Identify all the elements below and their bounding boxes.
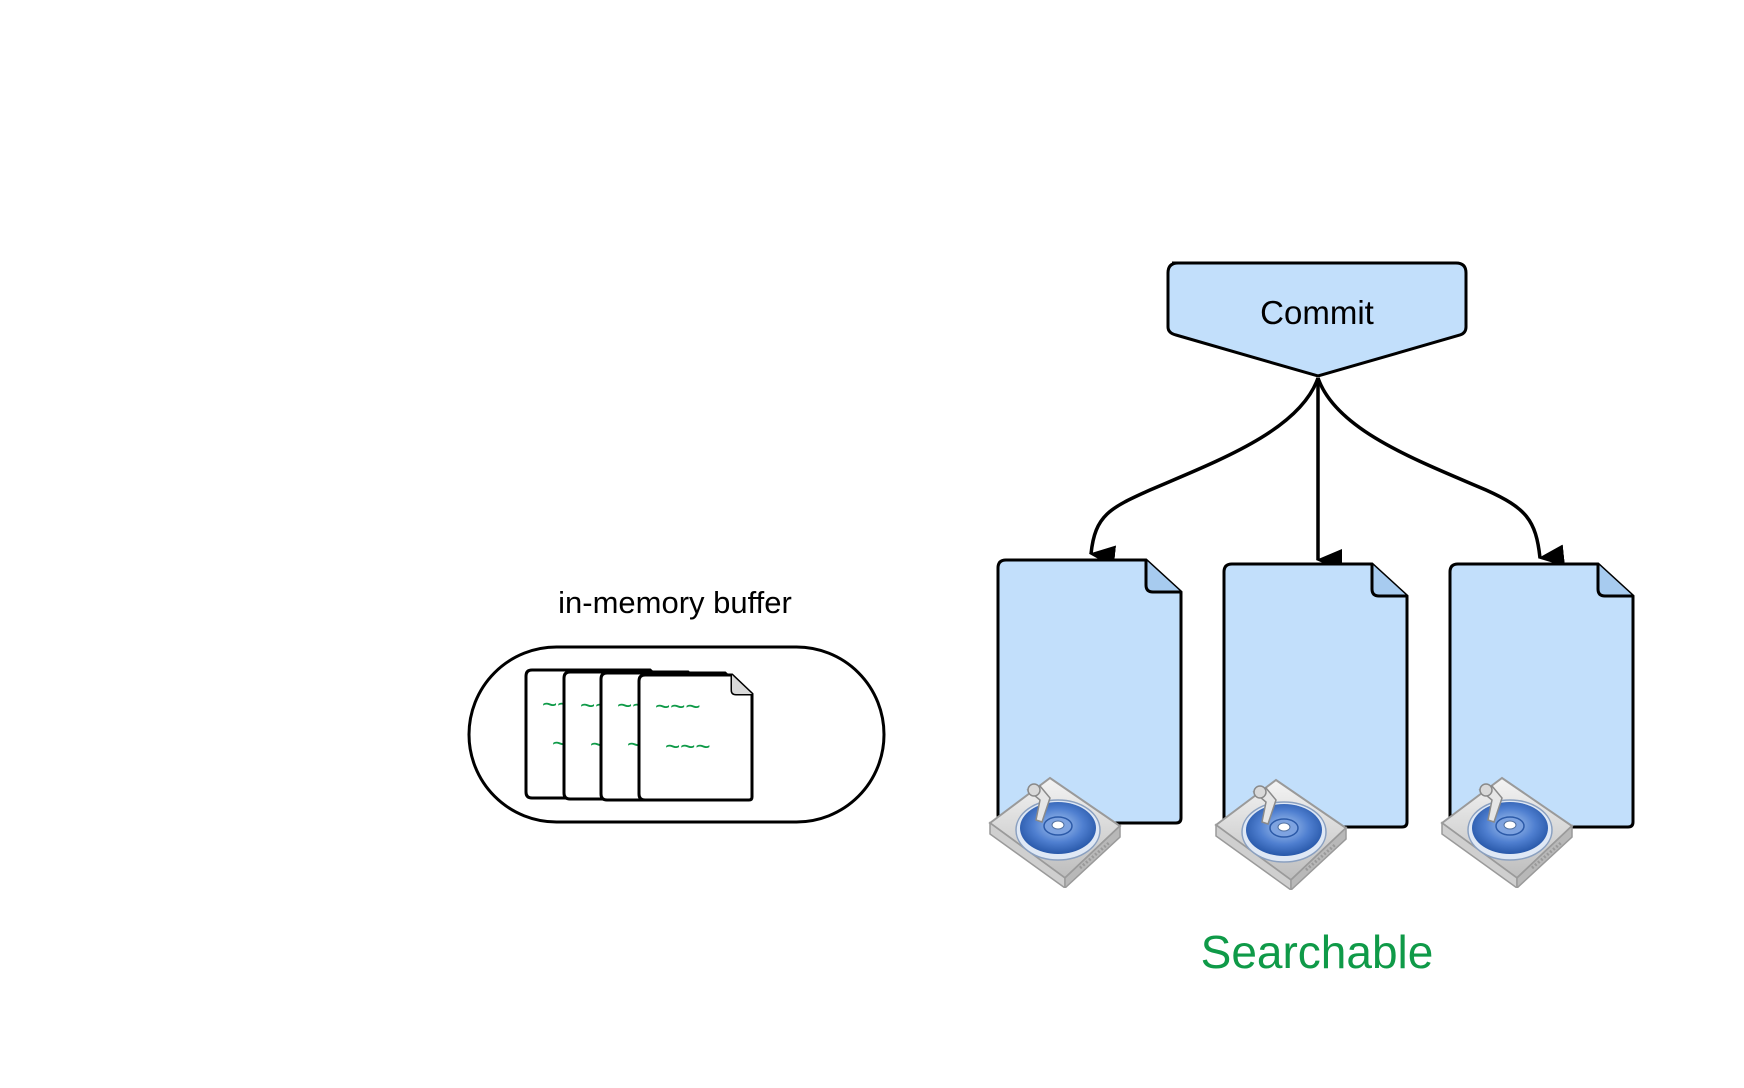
buffer-label: in-memory buffer bbox=[558, 585, 792, 620]
searchable-label: Searchable bbox=[1201, 926, 1434, 978]
commit-arrows bbox=[1089, 377, 1566, 571]
doc-text-line: ~~~ bbox=[665, 731, 711, 761]
segment bbox=[1222, 562, 1409, 829]
segment bbox=[996, 558, 1183, 825]
doc-text-line: ~~~ bbox=[655, 691, 701, 721]
segment bbox=[1448, 562, 1635, 829]
buffer-documents: ~~~ ~~~ ~~~ ~~~ ~~~ ~~~ ~~~ ~~~ bbox=[524, 668, 754, 802]
commit-label: Commit bbox=[1260, 294, 1374, 331]
arrow-to-segment bbox=[1089, 377, 1320, 568]
arrow-to-segment bbox=[1316, 377, 1566, 567]
commit-shape bbox=[1166, 261, 1468, 378]
buffer-doc-card: ~~~ ~~~ bbox=[637, 673, 754, 802]
